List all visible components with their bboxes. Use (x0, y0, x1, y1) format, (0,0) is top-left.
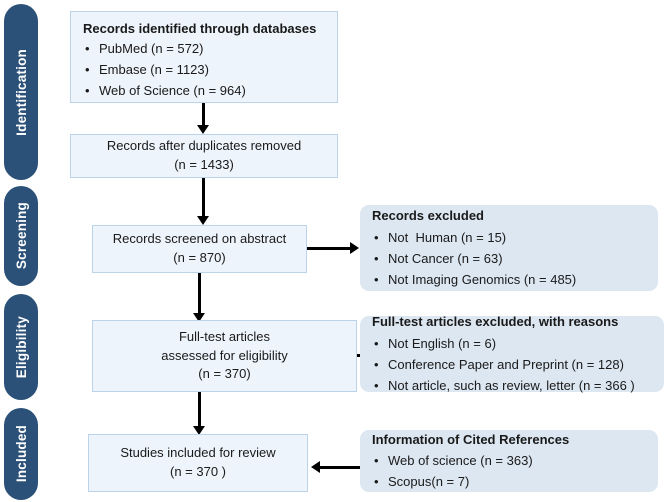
list-item: Not Imaging Genomics (n = 485) (372, 269, 646, 290)
stage-bar-screening: Screening (4, 186, 38, 286)
arrow-down-icon (197, 216, 209, 225)
box-records-screened-line2: (n = 870) (173, 250, 226, 265)
stage-label-screening: Screening (13, 202, 29, 270)
box-duplicates-removed: Records after duplicates removed (n = 14… (70, 134, 338, 178)
box-cited-references: Information of Cited References Web of s… (360, 430, 658, 492)
box-cited-references-title: Information of Cited References (372, 431, 570, 447)
box-studies-included: Studies included for review (n = 370 ) (88, 434, 308, 492)
connector-eligibility-to-included (198, 392, 201, 430)
arrow-down-icon (193, 426, 205, 435)
box-eligibility-assessed-line2: assessed for eligibility (161, 347, 288, 363)
arrow-down-icon (193, 313, 205, 322)
box-records-excluded: Records excluded Not Human (n = 15) Not … (360, 205, 658, 291)
box-records-identified-list: PubMed (n = 572) Embase (n = 1123) Web o… (83, 38, 325, 101)
arrow-right-icon (350, 242, 359, 254)
arrow-down-icon (197, 125, 209, 134)
list-item: Embase (n = 1123) (83, 59, 325, 80)
box-studies-included-line2: (n = 370 ) (169, 464, 226, 479)
list-item: PubMed (n = 572) (83, 38, 325, 59)
stage-label-eligibility: Eligibility (13, 315, 29, 379)
list-item: Not Cancer (n = 63) (372, 248, 646, 269)
box-records-identified-title: Records identified through databases (83, 21, 317, 36)
stage-bar-identification: Identification (4, 4, 38, 180)
box-fulltext-excluded-list: Not English (n = 6) Conference Paper and… (372, 333, 652, 396)
stage-label-identification: Identification (13, 48, 29, 136)
box-studies-included-line1: Studies included for review (120, 445, 276, 461)
list-item: Not Human (n = 15) (372, 227, 646, 248)
stage-label-included: Included (13, 425, 29, 483)
box-records-identified: Records identified through databases Pub… (70, 11, 338, 103)
stage-bar-eligibility: Eligibility (4, 294, 38, 400)
box-duplicates-removed-line2: (n = 1433) (174, 157, 234, 172)
box-fulltext-excluded: Full-test articles excluded, with reason… (360, 314, 664, 396)
connector-screened-to-excluded (307, 247, 351, 250)
connector-cited-references-to-included (320, 466, 360, 469)
list-item: Not English (n = 6) (372, 333, 652, 354)
list-item: Web of Science (n = 964) (83, 80, 325, 101)
box-cited-references-list: Web of science (n = 363) Scopus(n = 7) (372, 450, 646, 492)
box-duplicates-removed-line1: Records after duplicates removed (106, 138, 302, 154)
list-item: Not article, such as review, letter (n =… (372, 375, 652, 396)
connector-duplicates-to-screened (202, 178, 205, 218)
box-records-screened: Records screened on abstract (n = 870) (92, 225, 307, 273)
box-records-excluded-title: Records excluded (372, 208, 484, 224)
list-item: Conference Paper and Preprint (n = 128) (372, 354, 652, 375)
connector-identified-to-duplicates (202, 103, 205, 127)
box-eligibility-assessed-line3: (n = 370) (198, 366, 251, 382)
box-eligibility-assessed: Full-test articles assessed for eligibil… (92, 320, 357, 392)
stage-bar-included: Included (4, 408, 38, 500)
list-item: Scopus(n = 7) (372, 471, 646, 492)
box-records-screened-line1: Records screened on abstract (112, 231, 287, 247)
connector-screened-to-eligibility (198, 273, 201, 317)
arrow-left-icon (311, 461, 320, 473)
list-item: Web of science (n = 363) (372, 450, 646, 471)
box-records-excluded-list: Not Human (n = 15) Not Cancer (n = 63) N… (372, 227, 646, 290)
box-eligibility-assessed-line1: Full-test articles (178, 328, 271, 344)
box-fulltext-excluded-title: Full-test articles excluded, with reason… (372, 314, 619, 330)
